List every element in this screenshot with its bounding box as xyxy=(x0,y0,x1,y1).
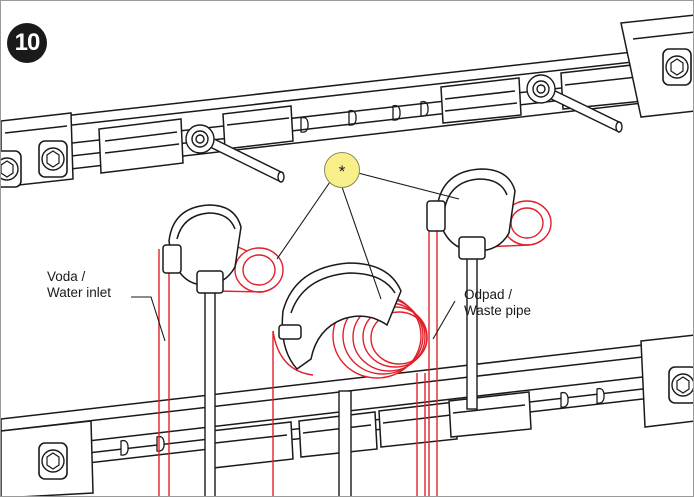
waste-pipe-label-line-1: Odpad / xyxy=(464,287,513,302)
waste-pipe-label: Odpad / Waste pipe xyxy=(464,287,531,319)
step-number-badge: 10 xyxy=(7,23,47,63)
water-inlet-label-line-1: Voda / xyxy=(47,269,86,284)
water-inlet-label-line-2: Water inlet xyxy=(47,285,112,300)
pipe-clamps xyxy=(162,168,516,370)
asterisk-marker: * xyxy=(324,152,360,188)
upper-threaded-rods xyxy=(185,74,623,183)
water-inlet-label: Voda / Water inlet xyxy=(47,269,111,301)
leader-lines xyxy=(131,172,460,342)
waste-pipe-label-line-2: Waste pipe xyxy=(464,303,532,318)
